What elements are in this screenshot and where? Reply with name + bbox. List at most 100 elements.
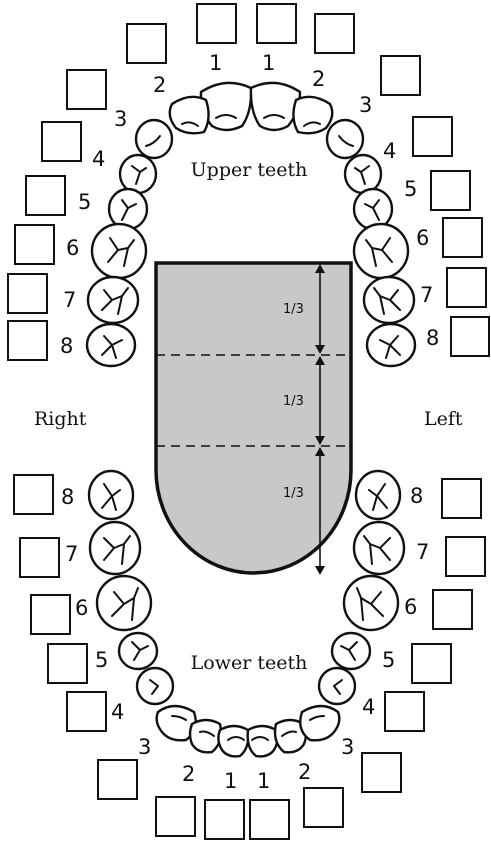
tongue-section-label-3: 1/3 [283, 486, 304, 501]
tooth-number-lower-left-8: 8 [410, 484, 423, 508]
tooth-numbers: 1 2 3 4 5 6 7 8 1 2 3 4 5 6 7 8 8 7 6 5 … [60, 51, 439, 793]
answer-box-upper-left-7[interactable] [446, 267, 487, 308]
tooth-number-lower-right-6: 6 [75, 596, 88, 620]
tooth-number-lower-left-7: 7 [416, 540, 429, 564]
tooth-lower-right-6 [95, 574, 153, 632]
answer-box-lower-right-5[interactable] [47, 643, 88, 684]
tooth-lower-left-3 [299, 704, 341, 742]
tooth-number-upper-right-6: 6 [66, 236, 79, 260]
tooth-number-upper-right-8: 8 [60, 334, 73, 358]
tongue-section-label-2: 1/3 [283, 394, 304, 409]
answer-box-lower-right-3[interactable] [97, 759, 138, 800]
tooth-upper-right-8 [85, 322, 137, 368]
tooth-lower-left-7 [352, 520, 406, 576]
tooth-number-upper-left-5: 5 [404, 177, 417, 201]
tooth-number-lower-right-7: 7 [65, 542, 78, 566]
answer-box-lower-right-2[interactable] [155, 796, 196, 837]
tooth-upper-left-1 [249, 81, 302, 132]
tooth-lower-right-4 [135, 666, 175, 706]
answer-box-lower-right-7[interactable] [19, 537, 60, 578]
answer-box-upper-left-6[interactable] [442, 217, 483, 258]
upper-teeth [85, 81, 417, 368]
answer-box-upper-right-3[interactable] [66, 69, 107, 110]
tooth-number-upper-left-2: 2 [312, 67, 325, 91]
tooth-upper-right-3 [134, 118, 174, 160]
tooth-number-upper-right-4: 4 [92, 147, 105, 171]
tooth-upper-right-4 [118, 153, 158, 195]
answer-box-lower-left-3[interactable] [361, 752, 402, 793]
answer-box-lower-left-4[interactable] [384, 691, 425, 732]
lower-teeth [87, 469, 406, 758]
tooth-number-upper-left-8: 8 [426, 326, 439, 350]
answer-box-upper-right-4[interactable] [41, 121, 82, 162]
answer-box-lower-right-1a[interactable] [204, 799, 245, 840]
measure-arrow-1 [315, 264, 325, 354]
lower-teeth-label: Lower teeth [191, 652, 308, 674]
tooth-number-lower-right-3: 3 [138, 735, 151, 759]
answer-box-upper-left-5[interactable] [430, 170, 471, 211]
tooth-lower-right-3 [155, 704, 197, 742]
tooth-upper-left-7 [362, 275, 416, 325]
tooth-number-lower-right-2: 2 [182, 762, 195, 786]
answer-box-upper-left-2[interactable] [314, 13, 355, 54]
answer-box-upper-right-2[interactable] [126, 23, 167, 64]
tooth-number-lower-left-3: 3 [341, 735, 354, 759]
tooth-upper-right-5 [107, 187, 149, 231]
tooth-upper-left-5 [352, 187, 394, 231]
answer-box-lower-left-8[interactable] [441, 478, 482, 519]
answer-box-upper-right-7[interactable] [7, 273, 48, 314]
tooth-lower-left-1 [246, 724, 279, 758]
tooth-lower-left-4 [317, 666, 357, 706]
tooth-lower-right-5 [117, 631, 159, 671]
tooth-upper-right-7 [86, 275, 140, 325]
tooth-lower-left-8 [354, 469, 402, 521]
tooth-number-lower-left-4: 4 [362, 695, 375, 719]
tooth-lower-left-2 [273, 718, 308, 754]
answer-box-upper-right-8[interactable] [7, 320, 48, 361]
answer-box-upper-left-8[interactable] [450, 316, 490, 357]
tooth-number-lower-right-4: 4 [111, 700, 124, 724]
answer-box-lower-right-4[interactable] [66, 691, 107, 732]
tooth-number-upper-right-7: 7 [63, 288, 76, 312]
answer-box-upper-right-1[interactable] [196, 3, 237, 44]
tongue-section-label-1: 1/3 [283, 302, 304, 317]
upper-teeth-label: Upper teeth [191, 159, 308, 181]
tooth-upper-left-3 [325, 118, 365, 160]
answer-box-lower-right-8[interactable] [13, 474, 54, 515]
tooth-number-lower-right-1b: 1 [257, 769, 270, 793]
tooth-lower-left-5 [330, 631, 372, 671]
right-side-label: Right [34, 408, 87, 430]
tooth-number-upper-right-2: 2 [153, 73, 166, 97]
measure-arrow-2 [315, 356, 325, 445]
tooth-number-upper-left-3: 3 [359, 93, 372, 117]
answer-box-upper-left-3[interactable] [380, 55, 421, 96]
tooth-upper-left-6 [352, 222, 410, 280]
tooth-upper-left-4 [343, 153, 383, 195]
tooth-number-upper-right-1: 1 [209, 51, 222, 75]
answer-box-lower-left-7[interactable] [445, 536, 486, 577]
answer-box-upper-right-5[interactable] [25, 175, 66, 216]
left-side-label: Left [424, 408, 463, 430]
answer-box-upper-left-4[interactable] [412, 116, 453, 157]
tooth-upper-left-8 [365, 322, 417, 368]
answer-box-upper-left-1[interactable] [256, 3, 297, 44]
tooth-number-lower-left-2: 2 [298, 760, 311, 784]
tooth-number-upper-left-4: 4 [383, 139, 396, 163]
tongue-diagram: 1/3 1/3 1/3 [154, 261, 353, 575]
tooth-number-lower-right-8: 8 [61, 485, 74, 509]
answer-box-lower-left-5[interactable] [411, 643, 452, 684]
answer-box-upper-right-6[interactable] [14, 224, 55, 265]
answer-box-lower-left-2[interactable] [303, 787, 344, 828]
tongue-shape [154, 261, 353, 575]
answer-box-lower-right-1b[interactable] [249, 799, 290, 840]
tooth-number-upper-left-6: 6 [416, 226, 429, 250]
tooth-lower-right-1 [217, 724, 250, 758]
answer-box-lower-right-6[interactable] [30, 594, 71, 635]
measure-arrow-3 [315, 447, 325, 575]
tooth-upper-left-2 [292, 95, 334, 135]
tooth-number-upper-left-1: 1 [262, 51, 275, 75]
answer-box-lower-left-6[interactable] [432, 589, 473, 630]
tooth-lower-right-7 [88, 520, 142, 576]
answer-boxes [7, 3, 490, 840]
